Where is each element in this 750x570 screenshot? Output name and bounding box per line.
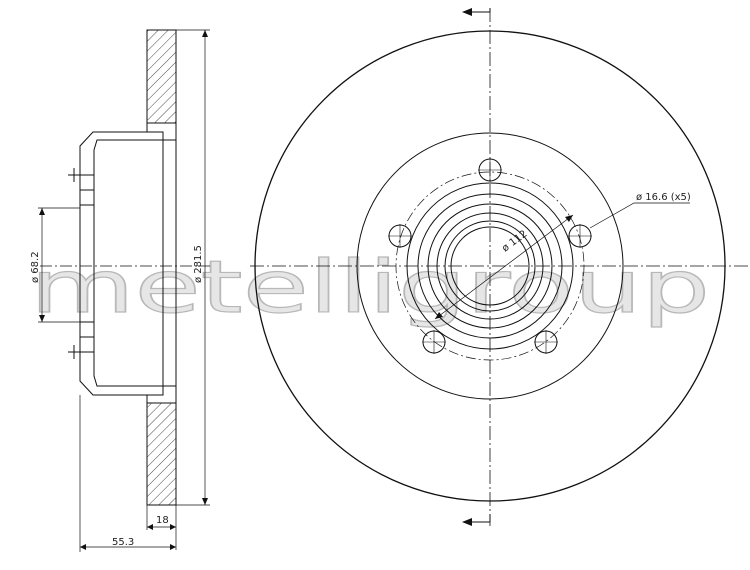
- bolt-holes: [388, 158, 592, 354]
- hat-cup-bottom: [79, 352, 163, 396]
- friction-ring-top: [146, 29, 177, 124]
- front-view: [250, 8, 748, 526]
- hat-cup-top: [79, 131, 163, 175]
- side-section-view: [38, 29, 210, 552]
- dim-outer-diameter: ø 281.5: [193, 245, 204, 283]
- hat-cup-top-inner: [93, 139, 163, 205]
- watermark-logo: metelligroup: [30, 245, 710, 329]
- hat-cup-bottom-inner: [93, 322, 163, 387]
- pcd-dimension-line: [434, 214, 574, 320]
- dim-height: 55.3: [112, 537, 134, 548]
- dim-thickness: 18: [156, 515, 169, 526]
- friction-ring-bottom: [146, 402, 177, 506]
- dim-inner-diameter: ø 68.2: [30, 251, 41, 283]
- dim-bolt-holes: ø 16.6 (x5): [636, 192, 691, 203]
- hole-callout-leader: [589, 202, 690, 229]
